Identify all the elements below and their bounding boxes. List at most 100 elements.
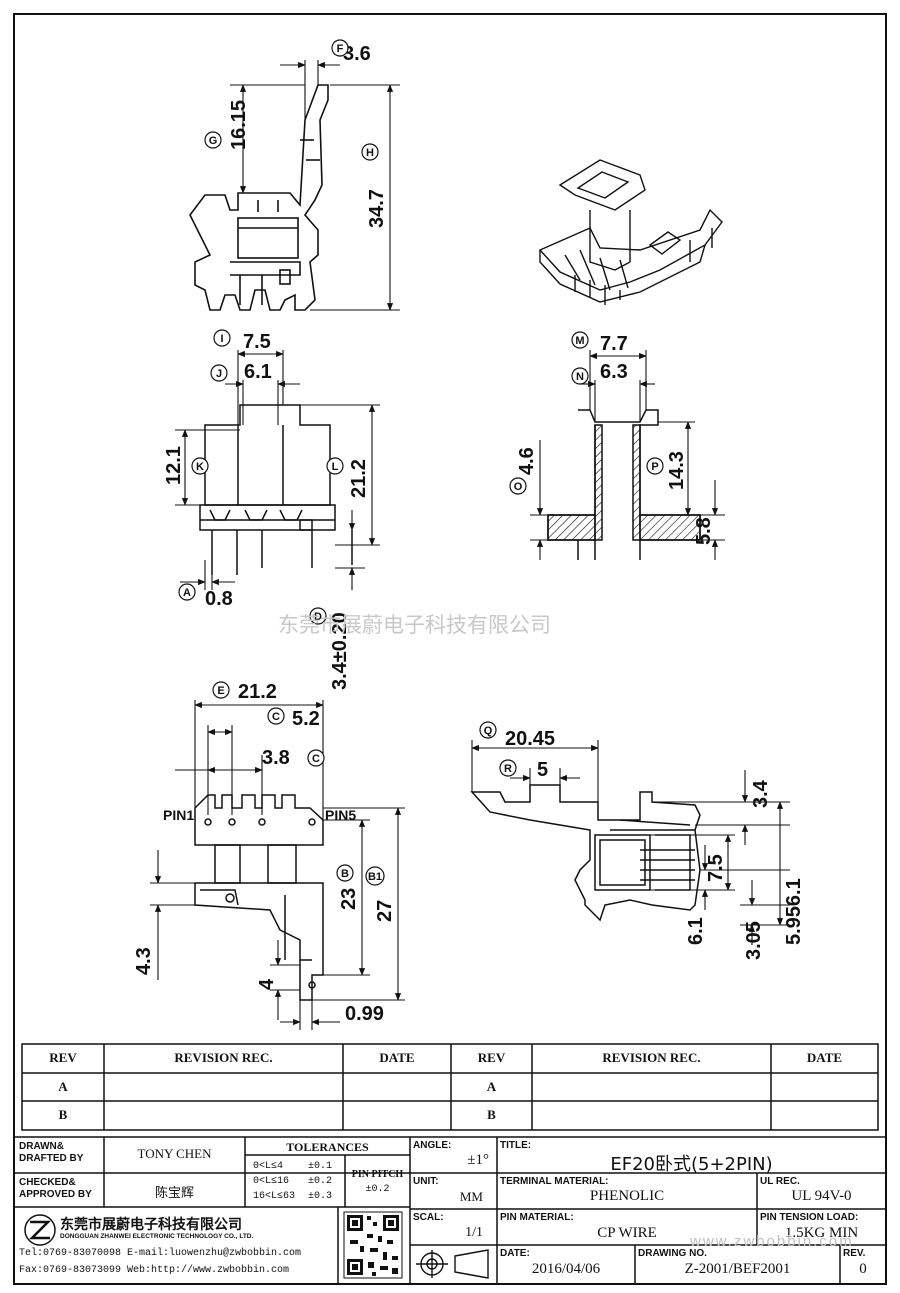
dim-5-956-1: 5.956.1 [783, 878, 805, 945]
dim-N: 6.3 [600, 361, 628, 383]
pin-pitch-label: PIN PITCH [351, 1169, 404, 1180]
dim-Q: 20.45 [505, 728, 555, 750]
view-bottom [194, 794, 324, 1001]
dim-3-05: 3.05 [743, 921, 765, 960]
dim-C2: 3.8 [262, 747, 290, 769]
unit-label: UNIT: [413, 1176, 439, 1187]
date-header-left: DATE [379, 1050, 415, 1065]
dim-E: 21.2 [238, 681, 277, 703]
dims-section [530, 350, 725, 560]
dim-A: 0.8 [205, 588, 233, 610]
rev-row-b-left: B [58, 1107, 68, 1122]
dim-F: 3.6 [343, 43, 371, 65]
dim-0-99: 0.99 [345, 1003, 384, 1025]
svg-text:N: N [576, 371, 584, 383]
terminal-label: TERMINAL MATERIAL: [500, 1176, 609, 1187]
rev-label: REV. [843, 1248, 866, 1259]
ul-value: UL 94V-0 [791, 1188, 852, 1204]
svg-text:D: D [314, 611, 322, 623]
dims-side-elevation [230, 60, 400, 311]
dim-R: 5 [537, 759, 548, 781]
balloon-letters: F G H I J K L A D M N O P E C C B B1 Q R [183, 43, 659, 883]
watermark: 东莞市展蔚电子科技有限公司 [278, 613, 551, 637]
revision-rec-header-right: REVISION REC. [602, 1050, 701, 1065]
company-fax: Fax:0769-83073099 Web:http://www.zwbobbi… [19, 1265, 290, 1276]
dimension-labels: 3.6 16.15 34.7 7.5 6.1 12.1 21.2 0.8 3.4… [133, 43, 805, 1025]
svg-text:G: G [209, 135, 218, 147]
balloons [178, 39, 664, 886]
rev-header-right: REV [477, 1050, 506, 1065]
dims-front [175, 350, 380, 590]
tol-range-2: 0<L≤16 [253, 1176, 290, 1187]
svg-text:I: I [220, 333, 223, 345]
company-tel: Tel:0769-83070098 E-mail:luowenzhu@zwbob… [19, 1248, 302, 1259]
tension-value: 1.5KG MIN [784, 1225, 859, 1241]
projection-symbol-icon [416, 1249, 489, 1279]
angle-value: ±1° [467, 1152, 489, 1168]
svg-text:Q: Q [484, 725, 493, 737]
checked-label: CHECKED& APPROVED BY [19, 1177, 92, 1200]
date-label: DATE: [500, 1248, 530, 1259]
tension-label: PIN TENSION LOAD: [760, 1212, 859, 1223]
drawn-value: TONY CHEN [137, 1146, 212, 1161]
dim-L: 21.2 [348, 459, 370, 498]
view-isometric [538, 159, 723, 305]
dim-B: 23 [338, 888, 360, 910]
svg-text:B1: B1 [368, 871, 382, 883]
dim-G: 16.15 [228, 100, 250, 150]
title-label: TITLE: [500, 1140, 532, 1151]
svg-text:A: A [183, 587, 191, 599]
drawing-no-value: Z-2001/BEF2001 [684, 1261, 791, 1277]
dim-6-1: 6.1 [685, 917, 707, 945]
tolerances-label: TOLERANCES [286, 1140, 369, 1154]
tol-value-1: ±0.1 [308, 1161, 333, 1172]
date-value: 2016/04/06 [531, 1261, 601, 1277]
drawn-label: DRAWN& DRAFTED BY [19, 1141, 84, 1164]
company-logo-icon [24, 1214, 56, 1246]
view-top [470, 784, 701, 922]
svg-text:C: C [272, 711, 280, 723]
dim-B1: 27 [374, 900, 396, 922]
company-name-cn: 东莞市展蔚电子科技有限公司 [60, 1217, 242, 1233]
title-block-frame [13, 1136, 887, 1285]
svg-text:F: F [337, 43, 344, 55]
dim-M: 7.7 [600, 333, 628, 355]
svg-text:H: H [366, 147, 374, 159]
unit-value: MM [459, 1189, 483, 1204]
revision-table [21, 1043, 879, 1131]
site-watermark: www.zwbobbin.com [690, 1233, 854, 1250]
view-front [199, 404, 353, 575]
dims-top [471, 740, 790, 945]
svg-text:J: J [216, 368, 222, 380]
rev-value: 0 [859, 1261, 867, 1277]
tol-value-3: ±0.3 [308, 1191, 333, 1202]
dim-3-4: 3.4 [750, 779, 772, 808]
rev-row-b-right: B [487, 1107, 496, 1122]
dim-K: 12.1 [163, 446, 185, 485]
date-header-right: DATE [806, 1050, 843, 1065]
dims-bottom [150, 700, 405, 1030]
pin-material-label: PIN MATERIAL: [500, 1212, 574, 1223]
svg-text:L: L [332, 461, 339, 473]
tol-range-3: 16<L≤63 [253, 1191, 296, 1202]
terminal-value: PHENOLIC [589, 1188, 665, 1204]
dim-O: 4.6 [516, 447, 538, 475]
svg-text:K: K [196, 461, 204, 473]
company-name-en: DONGGUAN ZHANWEI ELECTRONIC TECHNOLOGY C… [60, 1233, 254, 1240]
svg-text:M: M [575, 335, 584, 347]
dim-4-3: 4.3 [133, 947, 155, 975]
dim-H: 34.7 [366, 189, 388, 228]
revision-rec-header-left: REVISION REC. [174, 1050, 273, 1065]
tol-value-2: ±0.2 [308, 1176, 333, 1187]
drawing-no-label: DRAWING NO. [638, 1248, 707, 1259]
pin5-label: PIN5 [325, 807, 356, 823]
ul-label: UL REC. [760, 1176, 800, 1187]
dim-7-5: 7.5 [705, 854, 727, 882]
rev-row-a-right: A [486, 1079, 497, 1094]
rev-row-a-left: A [58, 1079, 68, 1094]
dim-P2: 5.8 [693, 517, 715, 545]
dim-C: 5.2 [292, 708, 320, 730]
svg-text:C: C [312, 753, 320, 765]
drawing-title: EF20卧式(5+2PIN) [610, 1154, 773, 1175]
